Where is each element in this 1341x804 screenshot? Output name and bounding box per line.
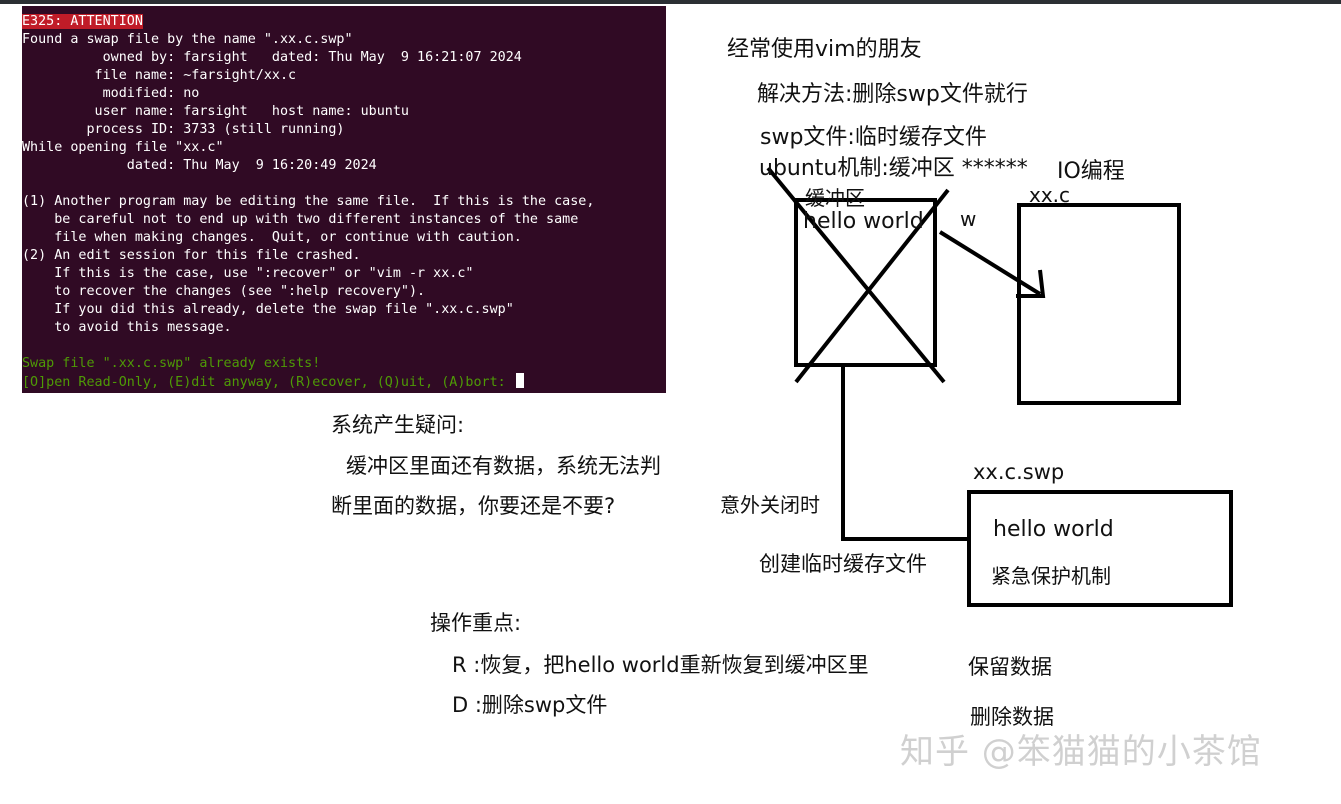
terminal-line: modified: no — [22, 86, 200, 101]
terminal-line: process ID: 3733 (still running) — [22, 122, 345, 137]
terminal-window: E325: ATTENTION Found a swap file by the… — [22, 6, 666, 393]
terminal-line: file name: ~farsight/xx.c — [22, 68, 297, 83]
terminal-cursor — [515, 373, 524, 388]
terminal-line: file when making changes. Quit, or conti… — [22, 230, 522, 245]
terminal-line: to avoid this message. — [22, 320, 232, 335]
watermark: 知乎 @笨猫猫的小茶馆 — [900, 732, 1262, 772]
swp-content: hello world — [993, 517, 1114, 542]
terminal-line: owned by: farsight dated: Thu May 9 16:2… — [22, 50, 522, 65]
terminal-line: (1) Another program may be editing the s… — [22, 194, 595, 209]
note-delete-data: 删除数据 — [970, 705, 1054, 729]
note-ubuntu-mechanism: ubuntu机制:缓冲区 ****** — [759, 156, 1028, 181]
note-keep-data: 保留数据 — [968, 655, 1052, 679]
terminal-line: While opening file "xx.c" — [22, 140, 224, 155]
swp-connector-line — [841, 367, 968, 541]
buffer-cross-line-2 — [794, 188, 950, 384]
buffer-content: hello world — [803, 209, 924, 234]
attention-badge: E325: ATTENTION — [22, 14, 143, 29]
terminal-prompt-text: [O]pen Read-Only, (E)dit anyway, (R)ecov… — [22, 375, 514, 390]
note-io-programming: IO编程 — [1057, 159, 1125, 184]
write-arrow-line — [938, 230, 1042, 296]
note-solution: 解决方法:删除swp文件就行 — [757, 82, 1028, 107]
ops-title: 操作重点: — [430, 611, 522, 635]
terminal-line: (2) An edit session for this file crashe… — [22, 248, 361, 263]
terminal-line: If this is the case, use ":recover" or "… — [22, 266, 474, 281]
op-delete: D :删除swp文件 — [452, 693, 608, 717]
write-arrow-head — [1016, 269, 1046, 298]
terminal-attention-line: E325: ATTENTION — [22, 13, 143, 31]
note-create-temp-file: 创建临时缓存文件 — [759, 552, 927, 576]
buffer-label: 缓冲区 — [805, 186, 865, 210]
swp-file-name: xx.c.swp — [973, 460, 1065, 484]
note-swp-file: swp文件:临时缓存文件 — [760, 125, 987, 150]
note-vim-friends: 经常使用vim的朋友 — [727, 37, 922, 62]
question-line-2: 断里面的数据，你要还是不要? — [331, 494, 616, 518]
terminal-exists-line: Swap file ".xx.c.swp" already exists! — [22, 356, 321, 371]
terminal-prompt-line: [O]pen Read-Only, (E)dit anyway, (R)ecov… — [22, 373, 524, 391]
swp-emergency-note: 紧急保护机制 — [991, 564, 1111, 588]
op-recover: R :恢复，把hello world重新恢复到缓冲区里 — [452, 653, 869, 677]
terminal-line: Found a swap file by the name ".xx.c.swp… — [22, 32, 353, 47]
file-xxc-box — [1017, 203, 1181, 405]
buffer-cross-line-1 — [766, 166, 946, 384]
terminal-line: If you did this already, delete the swap… — [22, 302, 514, 317]
terminal-line: be careful not to end up with two differ… — [22, 212, 579, 227]
swp-file-box — [967, 490, 1233, 607]
note-unexpected-close: 意外关闭时 — [720, 493, 820, 517]
buffer-box — [794, 198, 937, 367]
terminal-line: dated: Thu May 9 16:20:49 2024 — [22, 158, 377, 173]
file-xxc-label: xx.c — [1029, 183, 1071, 207]
terminal-line: to recover the changes (see ":help recov… — [22, 284, 426, 299]
top-bar — [0, 0, 1341, 4]
question-title: 系统产生疑问: — [331, 413, 465, 437]
write-label: w — [960, 207, 977, 231]
terminal-line: user name: farsight host name: ubuntu — [22, 104, 409, 119]
question-line-1: 缓冲区里面还有数据，系统无法判 — [346, 454, 661, 478]
